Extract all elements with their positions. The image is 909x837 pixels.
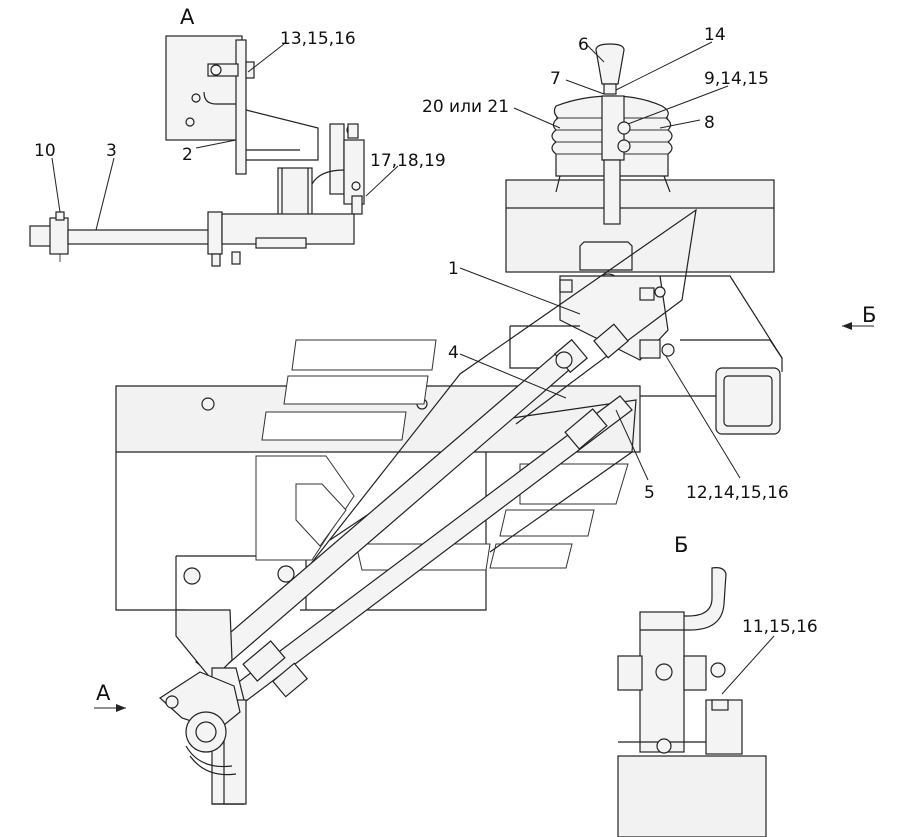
view-arrow-a-label: А bbox=[96, 681, 111, 705]
view-arrow-b-label: Б bbox=[862, 303, 876, 327]
view-arrow-b bbox=[842, 322, 874, 330]
gear-lever-assembly bbox=[505, 43, 775, 361]
callout-6: 6 bbox=[578, 35, 589, 55]
view-b-detail bbox=[617, 567, 767, 837]
callout-20-21: 20 или 21 bbox=[422, 97, 509, 117]
callout-17-18-19: 17,18,19 bbox=[370, 151, 446, 171]
callout-4: 4 bbox=[448, 343, 459, 363]
callout-7: 7 bbox=[550, 69, 561, 89]
callout-14: 14 bbox=[704, 25, 726, 45]
frame-crossmember bbox=[509, 275, 783, 435]
callout-2: 2 bbox=[182, 145, 193, 165]
callout-11-15-16: 11,15,16 bbox=[742, 617, 818, 637]
view-arrow-a bbox=[94, 704, 126, 712]
callout-8: 8 bbox=[704, 113, 715, 133]
callout-5: 5 bbox=[644, 483, 655, 503]
callout-9-14-15: 9,14,15 bbox=[704, 69, 769, 89]
view-a-title: А bbox=[180, 5, 195, 29]
gearbox-shift-mechanism bbox=[159, 609, 247, 805]
view-b-title: Б bbox=[674, 533, 688, 557]
callout-13-15-16: 13,15,16 bbox=[280, 29, 356, 49]
callout-1: 1 bbox=[448, 259, 459, 279]
leader-lines bbox=[51, 41, 775, 695]
view-a-detail bbox=[29, 35, 365, 267]
callout-3: 3 bbox=[106, 141, 117, 161]
callout-10: 10 bbox=[34, 141, 56, 161]
callout-12-14-15-16: 12,14,15,16 bbox=[686, 483, 789, 503]
linkage-rods bbox=[195, 323, 675, 705]
